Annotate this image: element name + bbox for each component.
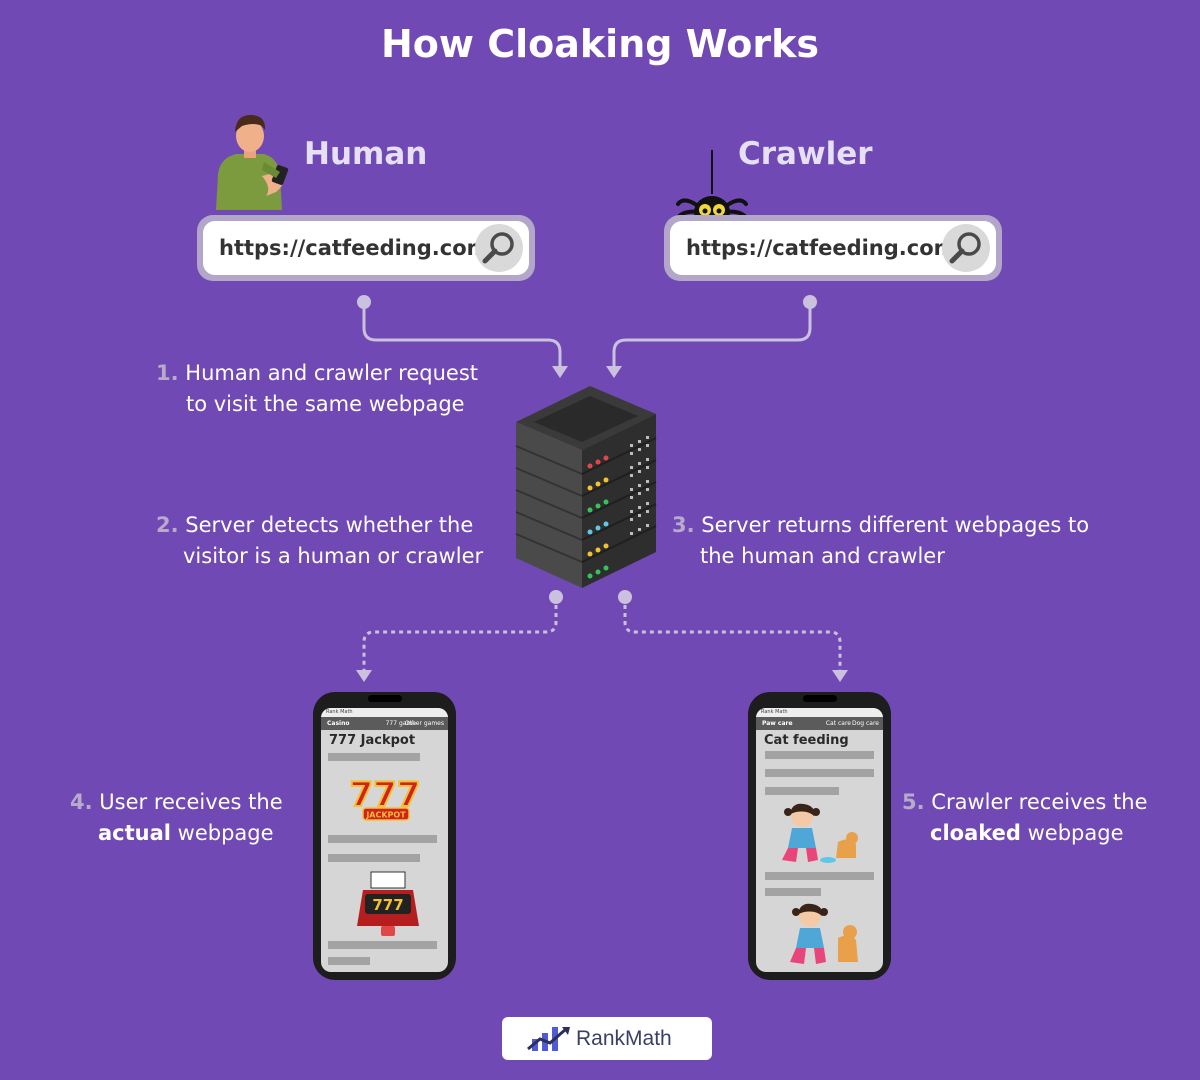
step-2-number: 2. [156,513,179,537]
step-4-bold: actual [98,821,171,845]
user-phone-screen: Rank Math Casino 777 game Other games 77… [321,708,448,972]
step-3: 3. Server returns different webpages to … [672,510,1089,572]
step-1: 1. Human and crawler request to visit th… [156,358,478,420]
human-search-button[interactable] [475,224,523,272]
crawler-phone-screen: Rank Math Paw care Cat care Dog care Cat… [756,708,883,972]
girl-cat-graphic-2 [784,900,866,968]
human-url-text: https://catfeeding.com [219,236,489,260]
step-2: 2. Server detects whether the visitor is… [156,510,483,572]
step-3-line-2: the human and crawler [700,544,945,568]
crawler-phone: Rank Math Paw care Cat care Dog care Cat… [748,692,891,980]
step-5-rest: webpage [1027,821,1124,845]
user-nav-brand[interactable]: Casino [327,720,350,727]
step-5-bold: cloaked [930,821,1021,845]
girl-cat-graphic-1 [778,802,866,866]
user-page-heading: 777 Jackpot [329,733,416,748]
step-2-line-1: Server detects whether the [185,513,474,537]
search-icon [949,232,981,264]
step-5: 5. Crawler receives the cloaked webpage [902,787,1148,849]
page-title: How Cloaking Works [381,22,819,66]
rankmath-logo-icon [527,1027,570,1051]
server-icon [515,386,657,588]
step-4-number: 4. [70,790,93,814]
user-phone: Rank Math Casino 777 game Other games 77… [313,692,456,980]
crawler-url-text: https://catfeeding.com [686,236,956,260]
user-nav-link-1[interactable]: 777 game [385,720,416,727]
crawler-url-bar[interactable]: https://catfeeding.com [664,215,1002,281]
human-url-bar[interactable]: https://catfeeding.com [197,215,535,281]
step-3-number: 3. [672,513,695,537]
crawler-page-heading: Cat feeding [764,733,849,748]
step-2-line-2: visitor is a human or crawler [183,544,484,568]
rankmath-logo-text: RankMath [576,1027,672,1050]
user-status-text: Rank Math [326,709,353,715]
user-nav-link-2[interactable]: Other games [404,720,444,727]
crawler-nav-brand[interactable]: Paw care [762,720,793,727]
crawler-label: Crawler [738,136,873,172]
step-3-line-1: Server returns different webpages to [701,513,1090,537]
search-icon [482,232,514,264]
person-icon [216,114,289,210]
step-4: 4. User receives the actual webpage [70,787,283,849]
crawler-search-button[interactable] [942,224,990,272]
rankmath-logo[interactable]: RankMath [502,1017,712,1060]
step-5-number: 5. [902,790,925,814]
step-4-line-1: User receives the [99,790,283,814]
step-4-rest: webpage [177,821,274,845]
step-1-line-2: to visit the same webpage [186,392,465,416]
jackpot-graphic: 777 JACKPOT [349,770,421,826]
jackpot-label: JACKPOT [365,811,406,820]
step-1-number: 1. [156,361,179,385]
step-5-line-1: Crawler receives the [931,790,1148,814]
slot-machine-graphic: 777 [349,868,427,938]
crawler-status-text: Rank Math [761,709,788,715]
crawler-nav-link-2[interactable]: Dog care [851,720,879,727]
human-label: Human [304,136,428,172]
crawler-nav-link-1[interactable]: Cat care [825,720,851,727]
step-1-line-1: Human and crawler request [185,361,478,385]
slot-777: 777 [372,896,403,914]
